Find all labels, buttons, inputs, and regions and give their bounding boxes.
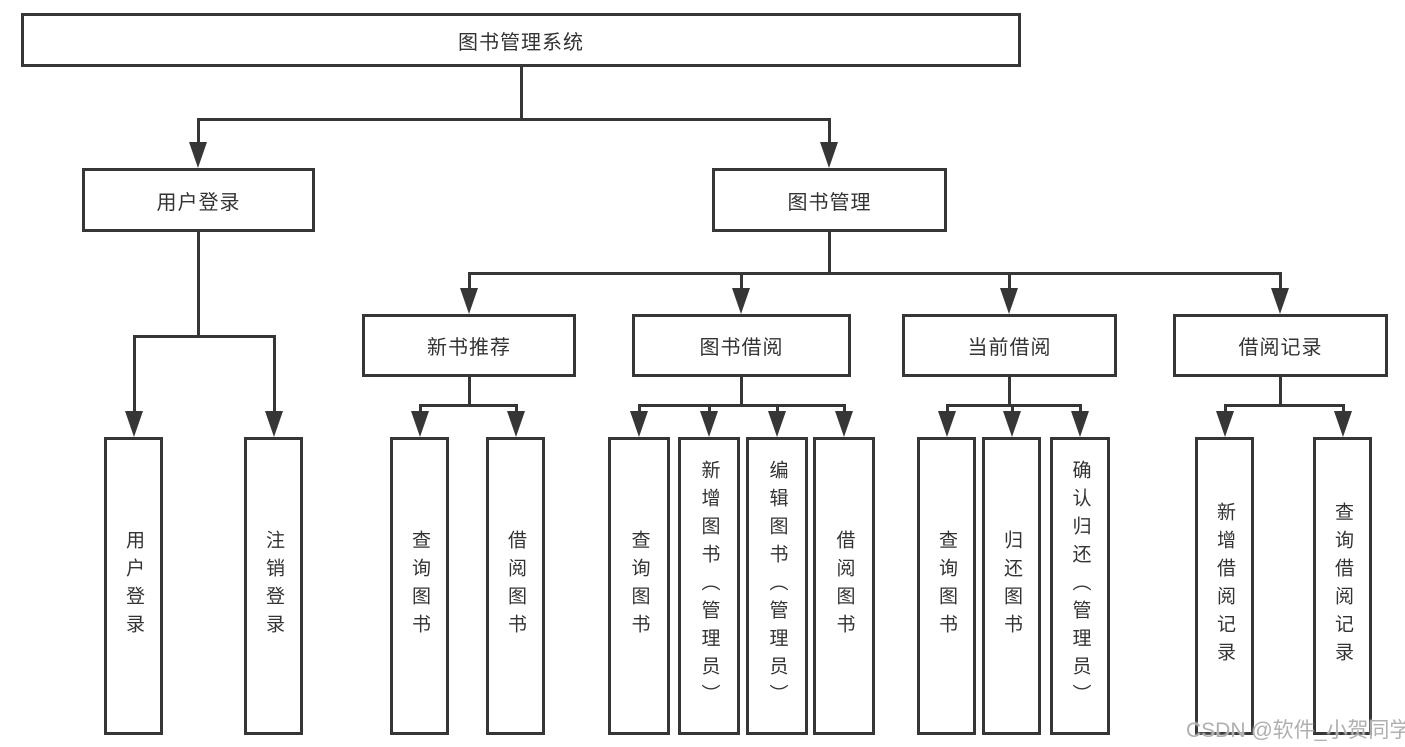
connector-current-borrow-rail	[946, 404, 1082, 407]
arrow-down-icon	[1000, 288, 1018, 314]
connector-arrow-shaft	[1342, 404, 1345, 416]
node-new-books: 新书推荐	[362, 314, 576, 377]
connector-current-borrow-stem	[1008, 377, 1011, 406]
leaf-borrow-query-books: 查询图书	[608, 437, 670, 735]
connector-arrow-shaft	[828, 118, 831, 146]
leaf-add-books-admin: 新增图书（管理员）	[678, 437, 740, 735]
connector-root-stem	[520, 67, 523, 120]
arrow-down-icon	[1003, 411, 1021, 437]
arrow-down-icon	[125, 411, 143, 437]
connector-arrow-shaft	[197, 118, 200, 146]
node-root-label: 图书管理系统	[458, 31, 584, 54]
leaf-user-login-label: 用户登录	[123, 530, 144, 642]
connector-arrow-shaft	[946, 404, 949, 416]
leaf-confirm-return-admin: 确认归还（管理员）	[1050, 437, 1110, 735]
leaf-new-query-books-label: 查询图书	[409, 530, 430, 642]
leaf-borrow-query-books-label: 查询图书	[628, 530, 650, 642]
leaf-current-query-books-label: 查询图书	[936, 530, 957, 642]
connector-arrow-shaft	[1008, 272, 1011, 292]
connector-arrow-shaft	[273, 335, 276, 415]
leaf-borrow-borrow-books-label: 借阅图书	[833, 530, 855, 642]
connector-arrow-shaft	[638, 404, 641, 416]
connector-new-books-rail	[419, 404, 517, 407]
connector-book-management-stem	[828, 232, 831, 274]
connector-borrow-records-stem	[1279, 377, 1282, 406]
node-current-borrow-label: 当前借阅	[967, 337, 1052, 359]
leaf-confirm-return-admin-label: 确认归还（管理员）	[1069, 460, 1091, 712]
arrow-down-icon	[630, 411, 648, 437]
connector-arrow-shaft	[419, 404, 422, 416]
csdn-watermark: CSDN @软件_小贺同学	[1186, 719, 1405, 742]
connector-borrow-records-rail	[1224, 404, 1345, 407]
leaf-borrow-borrow-books: 借阅图书	[813, 437, 875, 735]
arrow-down-icon	[1334, 411, 1352, 437]
leaf-query-borrow-record: 查询借阅记录	[1313, 437, 1372, 735]
node-book-borrow-label: 图书借阅	[699, 337, 784, 359]
connector-arrow-shaft	[740, 272, 743, 292]
leaf-return-books: 归还图书	[982, 437, 1041, 735]
connector-arrow-shaft	[1011, 404, 1014, 416]
connector-user-login-rail	[133, 335, 276, 338]
leaf-new-query-books: 查询图书	[390, 437, 449, 735]
leaf-new-borrow-books: 借阅图书	[486, 437, 545, 735]
arrow-down-icon	[938, 411, 956, 437]
node-user-login: 用户登录	[82, 168, 315, 232]
connector-arrow-shaft	[1224, 404, 1227, 416]
connector-book-borrow-stem	[740, 377, 743, 406]
leaf-user-login: 用户登录	[104, 437, 163, 735]
leaf-add-books-admin-label: 新增图书（管理员）	[698, 460, 720, 712]
node-current-borrow: 当前借阅	[902, 314, 1117, 377]
arrow-down-icon	[768, 411, 786, 437]
node-book-borrow: 图书借阅	[632, 314, 851, 377]
arrow-down-icon	[835, 411, 853, 437]
node-new-books-label: 新书推荐	[427, 337, 511, 359]
arrow-down-icon	[700, 411, 718, 437]
connector-arrow-shaft	[843, 404, 846, 416]
connector-arrow-shaft	[468, 272, 471, 292]
leaf-query-borrow-record-label: 查询借阅记录	[1332, 502, 1353, 670]
connector-arrow-shaft	[515, 404, 518, 416]
node-root: 图书管理系统	[21, 13, 1021, 67]
arrow-down-icon	[820, 142, 838, 168]
node-borrow-records-label: 借阅记录	[1238, 337, 1323, 359]
leaf-logout: 注销登录	[244, 437, 303, 735]
node-user-login-label: 用户登录	[156, 191, 241, 214]
leaf-add-borrow-record-label: 新增借阅记录	[1214, 502, 1235, 670]
connector-arrow-shaft	[776, 404, 779, 416]
arrow-down-icon	[265, 411, 283, 437]
connector-arrow-shaft	[1279, 272, 1282, 292]
connector-arrow-shaft	[133, 335, 136, 415]
leaf-logout-label: 注销登录	[263, 530, 284, 642]
connector-arrow-shaft	[1079, 404, 1082, 416]
arrow-down-icon	[507, 411, 525, 437]
arrow-down-icon	[732, 288, 750, 314]
arrow-down-icon	[1071, 411, 1089, 437]
arrow-down-icon	[1271, 288, 1289, 314]
node-book-management-label: 图书管理	[787, 191, 872, 214]
node-borrow-records: 借阅记录	[1173, 314, 1388, 377]
arrow-down-icon	[189, 142, 207, 168]
connector-level2-rail	[197, 118, 831, 121]
arrow-down-icon	[1216, 411, 1234, 437]
arrow-down-icon	[460, 288, 478, 314]
connector-user-login-stem	[197, 232, 200, 338]
node-book-management: 图书管理	[712, 168, 947, 232]
connector-new-books-stem	[468, 377, 471, 406]
leaf-new-borrow-books-label: 借阅图书	[505, 530, 526, 642]
leaf-add-borrow-record: 新增借阅记录	[1195, 437, 1254, 735]
leaf-edit-books-admin-label: 编辑图书（管理员）	[766, 460, 788, 712]
leaf-current-query-books: 查询图书	[917, 437, 976, 735]
leaf-return-books-label: 归还图书	[1001, 530, 1022, 642]
connector-level3-rail	[468, 272, 1282, 275]
arrow-down-icon	[411, 411, 429, 437]
connector-arrow-shaft	[708, 404, 711, 416]
leaf-edit-books-admin: 编辑图书（管理员）	[746, 437, 808, 735]
connector-book-borrow-rail	[638, 404, 846, 407]
